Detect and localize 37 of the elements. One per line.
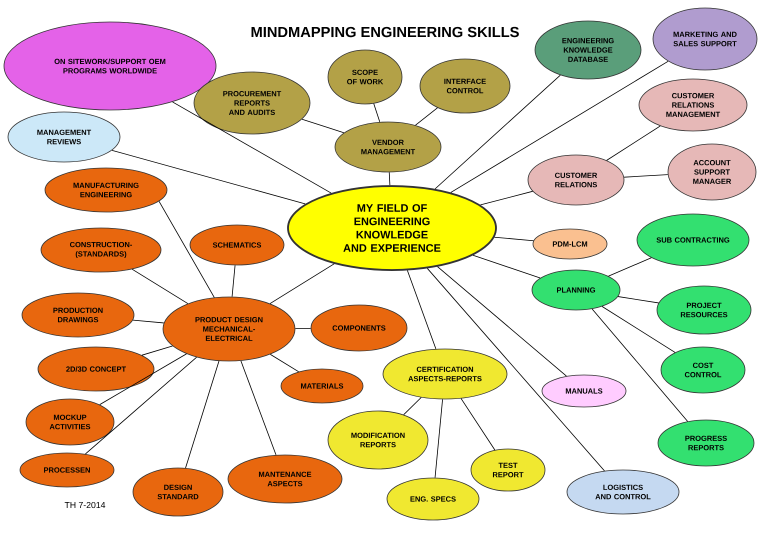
connector-line [302,118,344,134]
connector-line [185,360,220,468]
connector-line [608,257,652,276]
connector-line [606,126,661,161]
connector-line [415,107,438,126]
connector-line [99,353,187,406]
connector-line [407,270,436,350]
connector-line [434,398,443,478]
connector-line [142,346,173,356]
connector-line [112,150,306,204]
connector-line [172,102,332,194]
note: TH 7-2014 [64,502,106,508]
connector-line [270,354,299,372]
connector-line [295,328,312,329]
connector-line [602,306,676,353]
connector-line [426,268,605,472]
connector-line [373,103,380,122]
connector-line [494,236,534,242]
connector-line [624,174,668,178]
connector-line [132,268,188,304]
connector-line [472,254,541,278]
connector-line [480,190,534,206]
connector-line [437,266,567,376]
connector-line [85,356,197,454]
connector-line [270,263,335,304]
connector-line [460,398,496,450]
connector-line [158,200,215,298]
connector-line [434,74,561,190]
connector-line [388,172,390,186]
connector-line [592,308,688,422]
connector-line [618,296,660,304]
connector-line [450,60,668,193]
title: MINDMAPPING ENGINEERING SKILLS [252,26,519,38]
connector-line [403,397,422,416]
connector-line [232,265,236,298]
connector-line [132,320,164,324]
connector-line [240,360,276,456]
